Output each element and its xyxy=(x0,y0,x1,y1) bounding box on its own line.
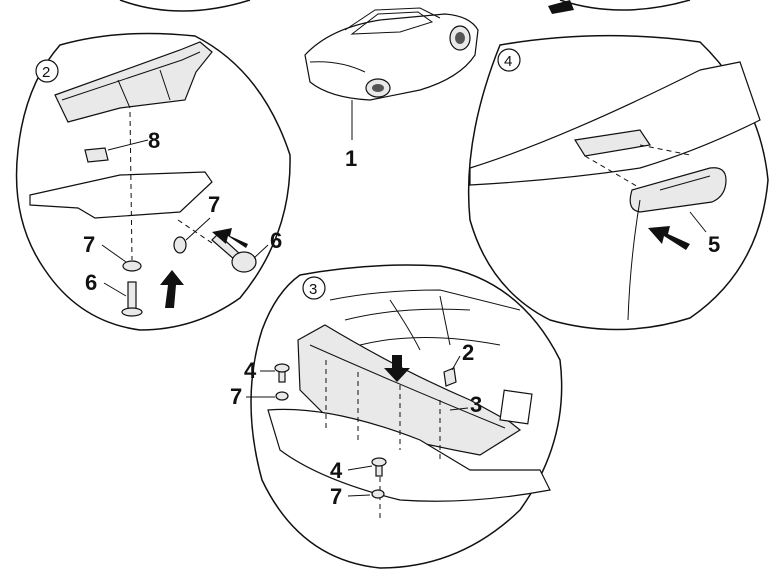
detail-label-2: 2 xyxy=(42,64,50,81)
callout-7-bottom-left: 7 xyxy=(230,384,242,409)
arrow-down xyxy=(384,355,410,382)
callout-7-right: 7 xyxy=(208,192,220,217)
arrow-left-light xyxy=(648,226,690,250)
callout-3: 3 xyxy=(470,392,482,417)
detail-view-4 xyxy=(467,34,769,331)
arrow-up-left xyxy=(160,270,184,308)
callout-6-right: 6 xyxy=(270,228,282,253)
callout-7-bottom: 7 xyxy=(330,484,342,509)
callout-4-bottom: 4 xyxy=(330,458,343,483)
callout-5: 5 xyxy=(708,232,720,257)
detail-view-3 xyxy=(250,264,563,569)
detail-marker-3 xyxy=(302,276,326,300)
detail-marker-2 xyxy=(35,59,59,83)
detail-label-4: 4 xyxy=(504,53,512,70)
detail-label-3: 3 xyxy=(309,281,317,298)
callout-6-left: 6 xyxy=(85,270,97,295)
partial-circle-top-left xyxy=(119,0,251,12)
partial-circle-top-right xyxy=(559,0,691,11)
car-overview xyxy=(304,7,479,140)
detail-marker-4 xyxy=(497,48,521,72)
callout-4-top: 4 xyxy=(244,358,257,383)
detail-view-2 xyxy=(15,32,291,331)
callout-1: 1 xyxy=(345,146,357,171)
arrow-top-right xyxy=(548,0,574,14)
callout-7-left: 7 xyxy=(83,232,95,257)
callout-2: 2 xyxy=(462,340,474,365)
callout-8: 8 xyxy=(148,128,160,153)
arrow-left xyxy=(212,228,248,248)
